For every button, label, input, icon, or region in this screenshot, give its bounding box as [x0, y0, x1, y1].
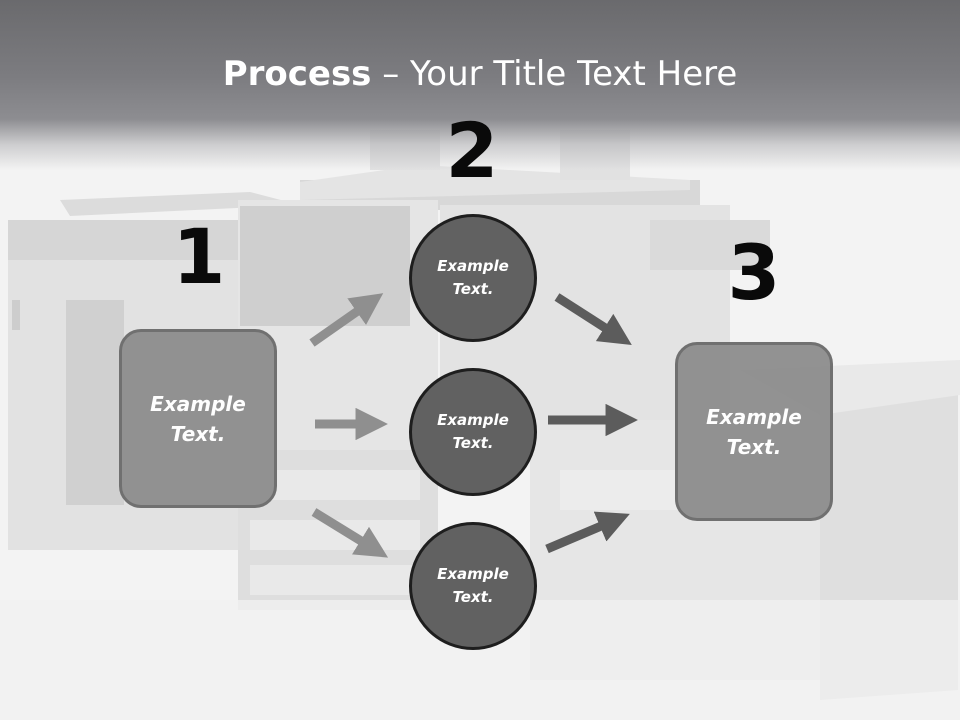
step-1-text: Example Text. — [150, 391, 246, 446]
title-strong: Process — [222, 54, 372, 94]
arrow-1-to-2c — [311, 508, 389, 558]
step-3-box: Example Text. — [675, 342, 833, 521]
title-band — [0, 0, 960, 170]
step-2-number: 2 — [445, 106, 499, 195]
arrow-2c-to-3 — [545, 511, 630, 554]
step-2-circle-3: Example Text. — [409, 522, 537, 650]
step-2-circle-2-text: Example Text. — [437, 411, 509, 452]
arrow-2a-to-3 — [554, 293, 632, 345]
step-3-text: Example Text. — [706, 404, 802, 459]
step-2-circle-1: Example Text. — [409, 214, 537, 342]
step-1-box: Example Text. — [119, 329, 277, 508]
slide-title: Process – Your Title Text Here — [0, 52, 960, 96]
arrow-1-to-2a — [309, 293, 384, 347]
step-2-circle-1-text: Example Text. — [437, 257, 509, 298]
step-3-number: 3 — [727, 228, 781, 317]
step-2-circle-3-text: Example Text. — [437, 565, 509, 606]
step-2-circle-2: Example Text. — [409, 368, 537, 496]
title-rest: – Your Title Text Here — [371, 54, 738, 94]
step-1-number: 1 — [172, 212, 226, 301]
